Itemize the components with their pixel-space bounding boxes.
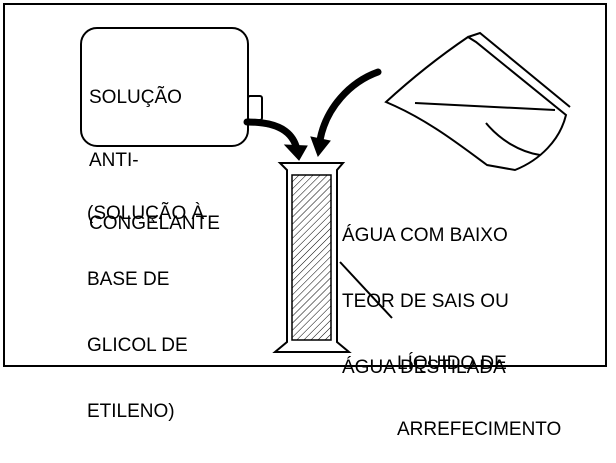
glycol-note-line: (SOLUÇÃO À (87, 203, 205, 224)
glycol-note-line: ETILENO) (87, 401, 175, 422)
glycol-note-line: BASE DE (87, 269, 170, 290)
antifreeze-label-line: SOLUÇÃO (89, 87, 182, 108)
water-label-line: ÁGUA COM BAIXO (342, 225, 508, 246)
antifreeze-label: SOLUÇÃO ANTI- CONGELANTE (89, 45, 220, 255)
glycol-note-label: (SOLUÇÃO À BASE DE GLICOL DE ETILENO) (87, 159, 204, 445)
coolant-label: LÍQUIDO DE ARREFECIMENTO (397, 309, 561, 463)
coolant-label-line: LÍQUIDO DE (397, 353, 507, 374)
beaker-icon (384, 31, 571, 172)
coolant-label-line: ARREFECIMENTO (397, 419, 562, 440)
coolant-leader-line (339, 261, 393, 319)
water-label-line: TEOR DE SAIS OU (342, 291, 509, 312)
antifreeze-label-line: ANTI- (89, 150, 139, 171)
diagram-illustration (80, 27, 571, 353)
glycol-note-line: GLICOL DE (87, 335, 188, 356)
pour-arrow-icon (243, 68, 382, 161)
graduated-cylinder-icon (272, 162, 352, 353)
antifreeze-label-line: CONGELANTE (89, 213, 220, 234)
